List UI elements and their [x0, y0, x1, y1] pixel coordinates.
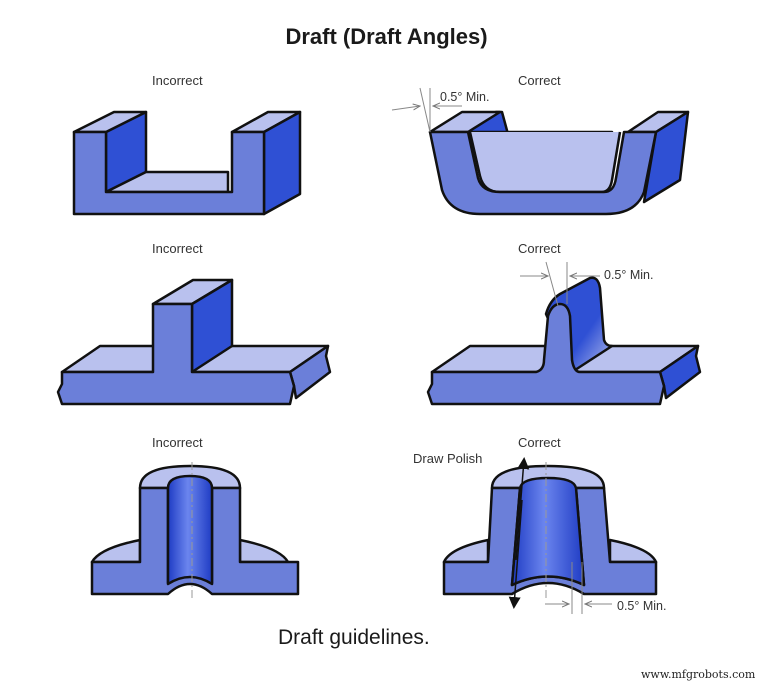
dimension-label-1: 0.5° Min. — [440, 90, 490, 104]
label-incorrect-3: Incorrect — [152, 435, 203, 450]
u-channel-correct — [428, 110, 690, 216]
watermark: www.mfgrobots.com — [641, 668, 756, 681]
boss-correct — [442, 464, 658, 596]
draw-arrow — [508, 457, 530, 609]
u-channel-incorrect — [72, 110, 302, 216]
label-correct-2: Correct — [518, 241, 561, 256]
dimension-label-3: 0.5° Min. — [617, 599, 667, 613]
dimension-lines-1 — [391, 87, 462, 133]
draw-polish-label: Draw Polish — [413, 451, 483, 466]
dimension-label-2: 0.5° Min. — [604, 268, 654, 282]
t-rib-correct — [426, 276, 702, 406]
diagram-title: Draft (Draft Angles) — [285, 24, 488, 49]
dimension-lines-3 — [545, 562, 612, 614]
label-correct-1: Correct — [518, 73, 561, 88]
boss-incorrect — [90, 464, 300, 596]
label-correct-3: Correct — [518, 435, 561, 450]
figure-caption: Draft guidelines. — [278, 626, 430, 649]
label-incorrect-1: Incorrect — [152, 73, 203, 88]
label-incorrect-2: Incorrect — [152, 241, 203, 256]
t-rib-incorrect — [56, 278, 332, 406]
dimension-lines-2 — [520, 261, 600, 307]
